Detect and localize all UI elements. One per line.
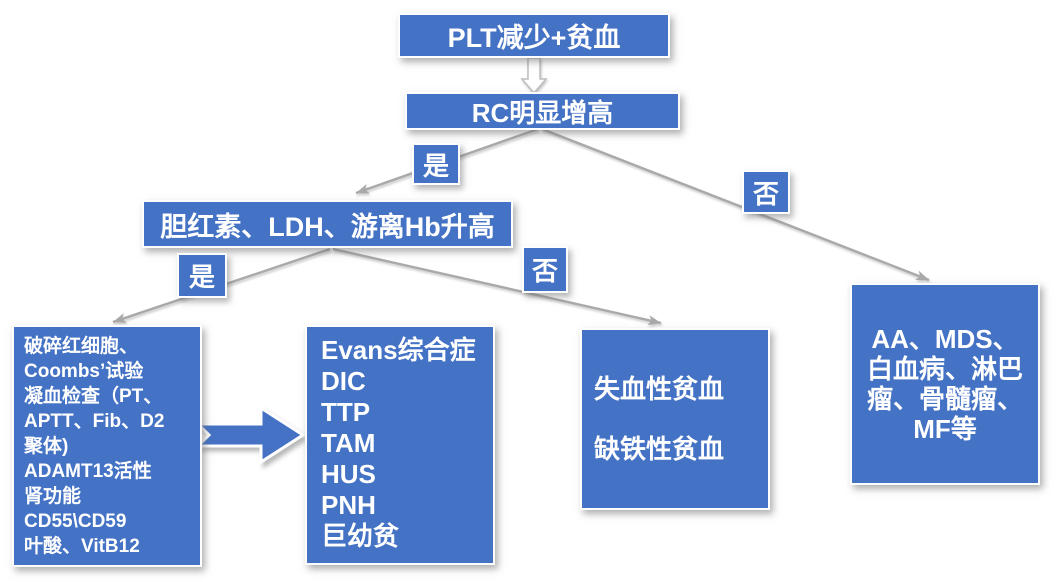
connector-bilirubin-to-bloodloss: [332, 247, 662, 326]
node-marrow-disorders: AA、MDS、 白血病、淋巴 瘤、骨髓瘤、 MF等: [850, 283, 1040, 485]
node-lab-tests: 破碎红细胞、 Coombs’试验 凝血检查（PT、 APTT、Fib、D2 聚体…: [12, 325, 202, 567]
block-arrow-tests-to-hemolytic: [194, 405, 306, 465]
node-reticulocyte-increase: RC明显增高: [405, 92, 680, 130]
node-bilirubin-ldh-hb: 胆红素、LDH、游离Hb升高: [142, 200, 513, 248]
node-blood-loss-anemia: 失血性贫血 缺铁性贫血: [580, 328, 770, 510]
node-plt-anemia: PLT减少+贫血: [398, 13, 670, 58]
connector-rc-to-marrow: [541, 127, 930, 282]
node-hemolytic-diagnoses: Evans综合症 DIC TTP TAM HUS PNH 巨幼贫: [305, 325, 495, 565]
branch-label-yes-bilirubin: 是: [177, 253, 227, 298]
branch-label-no-rc: 否: [742, 170, 790, 214]
branch-label-yes-rc: 是: [412, 143, 460, 185]
branch-label-no-bilirubin: 否: [522, 246, 568, 293]
down-arrow-plt-to-rc: [520, 57, 548, 95]
